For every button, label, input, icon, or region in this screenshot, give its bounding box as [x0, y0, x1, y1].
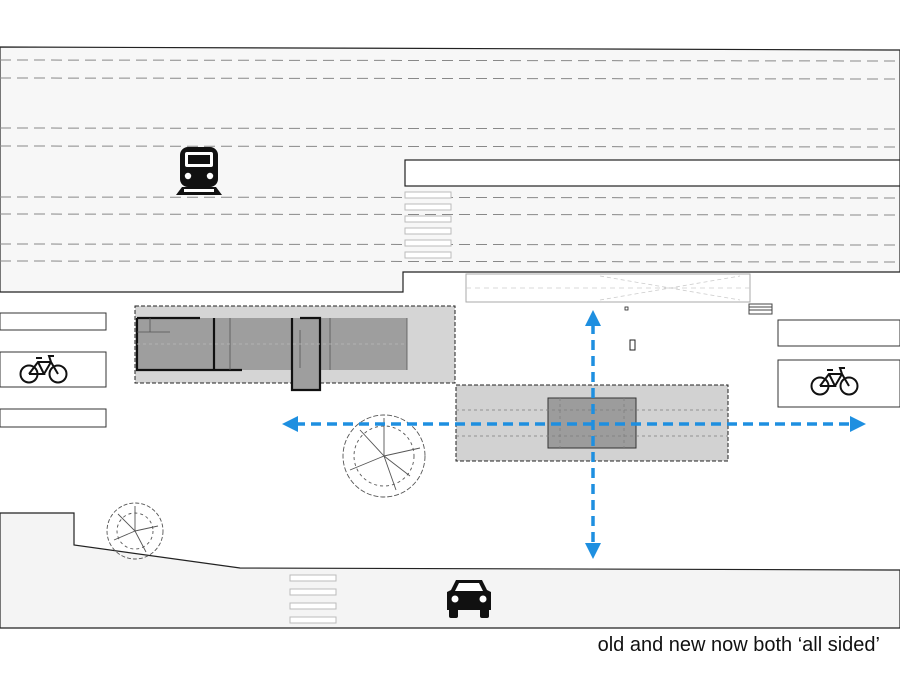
car-icon — [447, 580, 491, 618]
track-crossing — [404, 191, 452, 259]
tree-small — [106, 502, 164, 560]
stair-steps — [748, 303, 773, 315]
small-post — [624, 306, 629, 311]
rail-tracks — [0, 59, 900, 263]
caption-text: old and new now both ‘all sided’ — [597, 634, 880, 656]
arrowhead-west — [282, 416, 298, 432]
bike-parking-right — [777, 319, 900, 408]
bicycle-icon — [19, 355, 68, 384]
street-crossing — [289, 574, 337, 624]
old-station-building — [134, 305, 456, 392]
train-icon — [176, 147, 222, 195]
street-zone — [0, 512, 900, 629]
small-kiosk — [629, 339, 636, 351]
tree-large — [342, 414, 426, 498]
arrowhead-east — [850, 416, 866, 432]
rail-platform — [404, 159, 900, 187]
underpass-ramp — [465, 273, 751, 303]
bicycle-icon — [810, 367, 859, 396]
bike-parking-left — [0, 312, 107, 428]
arrowhead-north — [585, 310, 601, 326]
access-arrows — [282, 310, 866, 559]
arrowhead-south — [585, 543, 601, 559]
